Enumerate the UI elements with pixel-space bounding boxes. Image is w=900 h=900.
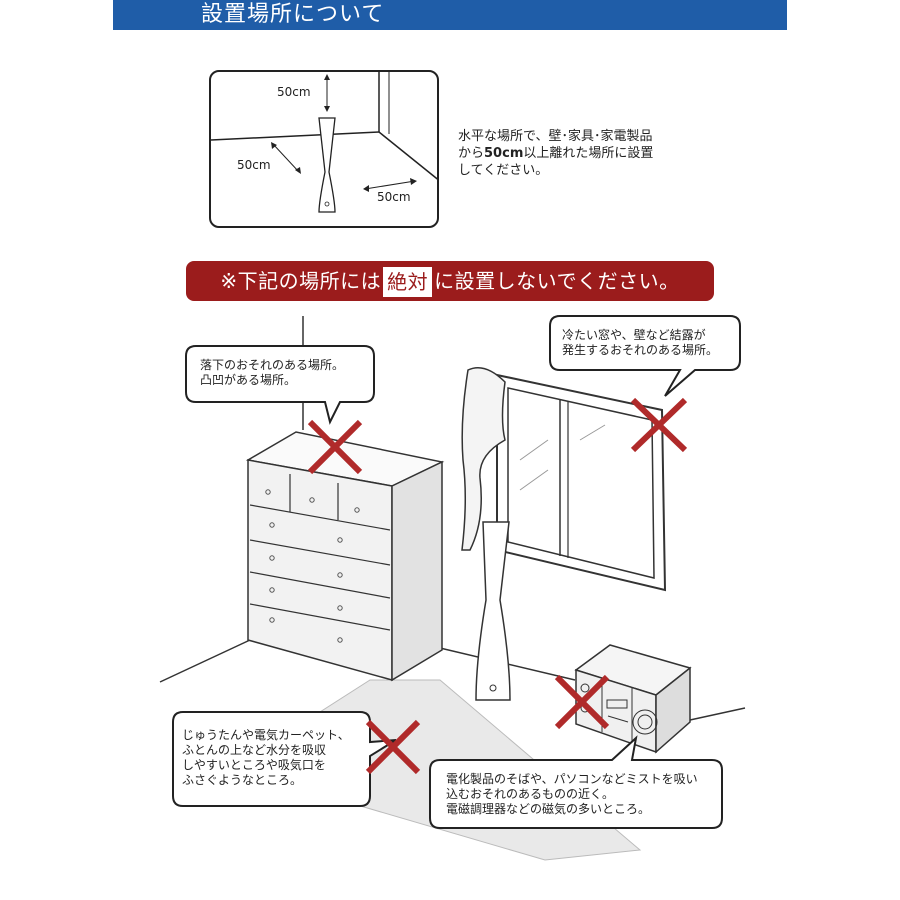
instruction-prefix: から <box>458 146 485 161</box>
callout-fall-text: 落下のおそれのある場所。 凸凹がある場所。 <box>200 358 344 388</box>
callout-carpet-text: じゅうたんや電気カーペット、 ふとんの上など水分を吸収 しやすいところや吸気口を… <box>182 728 350 788</box>
callout-window-line-1: 冷たい窓や、壁など結露が <box>562 328 706 342</box>
x-mark-icon <box>365 719 421 775</box>
callout-carpet-line-1: じゅうたんや電気カーペット、 <box>182 728 350 742</box>
callout-window-bubble <box>549 315 741 397</box>
warning-suffix: に設置しないでください。 <box>434 269 680 293</box>
dimension-label-left: 50cm <box>237 158 271 172</box>
section-title: 設置場所について <box>201 2 385 27</box>
window <box>496 373 667 592</box>
curtain <box>461 367 506 551</box>
room-corner-illustration <box>211 72 437 213</box>
callout-fall-bubble <box>185 345 375 425</box>
humidifier <box>475 521 511 701</box>
callout-window-text: 冷たい窓や、壁など結露が 発生するおそれのある場所。 <box>562 328 718 358</box>
callout-electronics-line-3: 電磁調理器などの磁気の多いところ。 <box>446 802 651 816</box>
dimension-label-top: 50cm <box>277 85 311 99</box>
clearance-diagram: 50cm 50cm 50cm <box>209 70 439 228</box>
callout-carpet-line-4: ふさぐようなところ。 <box>182 773 303 787</box>
callout-electronics-line-2: 込むおそれのあるものの近く。 <box>446 787 615 801</box>
instruction-line-3: してください。 <box>458 163 549 178</box>
x-mark-icon <box>630 397 688 453</box>
callout-carpet-line-3: しやすいところや吸気口を <box>182 758 326 772</box>
section-header-bar: 設置場所について <box>113 0 787 30</box>
callout-carpet-bubble <box>172 711 397 807</box>
warning-prefix: ※下記の場所には <box>220 269 382 293</box>
callout-carpet-line-2: ふとんの上など水分を吸収 <box>182 743 327 757</box>
callout-electronics-bubble <box>429 735 723 829</box>
chest-of-drawers <box>245 431 445 682</box>
dimension-label-right: 50cm <box>377 190 411 204</box>
stereo <box>574 644 692 754</box>
callout-window-line-2: 発生するおそれのある場所。 <box>562 343 719 357</box>
instruction-line-2: から50cm以上離れた場所に設置 <box>458 145 708 162</box>
callout-fall-line-1: 落下のおそれのある場所。 <box>200 358 345 372</box>
x-mark-icon <box>554 674 610 730</box>
warning-emphasis: 絶対 <box>383 266 433 297</box>
instruction-suffix: 以上離れた場所に設置 <box>523 146 654 161</box>
placement-instruction: 水平な場所で、壁･家具･家電製品 から50cm以上離れた場所に設置 してください… <box>458 128 708 179</box>
instruction-distance: 50cm <box>484 146 524 161</box>
callout-electronics-line-1: 電化製品のそばや、パソコンなどミストを吸い <box>446 772 698 786</box>
callout-fall-line-2: 凸凹がある場所。 <box>200 373 297 387</box>
x-mark-icon <box>307 419 363 475</box>
warning-banner: ※下記の場所には絶対に設置しないでください。 <box>186 261 714 301</box>
instruction-line-1: 水平な場所で、壁･家具･家電製品 <box>458 129 653 144</box>
callout-electronics-text: 電化製品のそばや、パソコンなどミストを吸い 込むおそれのあるものの近く。 電磁調… <box>446 772 698 817</box>
